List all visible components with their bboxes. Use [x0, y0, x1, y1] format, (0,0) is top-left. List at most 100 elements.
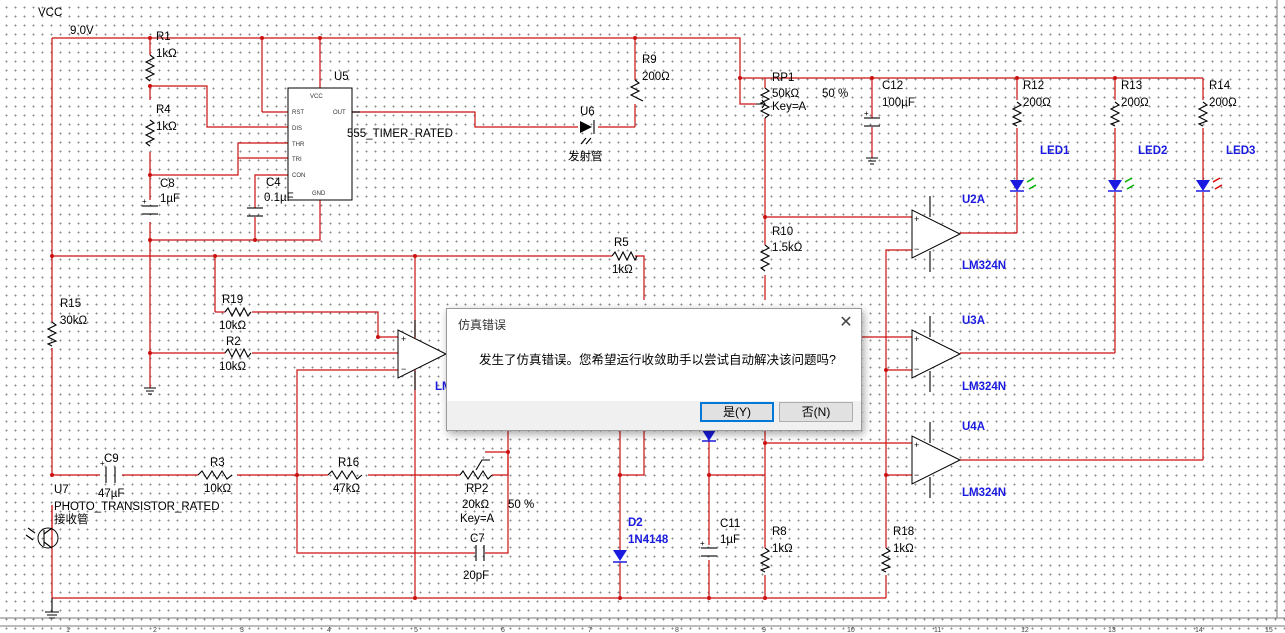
diode-symbol-top[interactable] [702, 430, 716, 442]
timer-model: 555_TIMER_RATED [347, 128, 453, 140]
r19-value: 10kΩ [219, 320, 247, 332]
timer-pin-dis: DIS [292, 126, 302, 132]
led3-symbol[interactable] [1196, 177, 1223, 192]
rp2-ref: RP2 [466, 483, 488, 495]
d2-ref: D2 [628, 517, 643, 529]
led1-symbol[interactable] [1010, 177, 1037, 192]
svg-text:+: + [914, 214, 919, 224]
opamp-u3a[interactable]: +− [911, 316, 962, 392]
d2-model: 1N4148 [628, 534, 669, 546]
c12-ref: C12 [882, 80, 903, 92]
r9-value: 200Ω [642, 71, 670, 83]
r2-value: 10kΩ [219, 361, 247, 373]
c4-value: 0.1µF [264, 192, 294, 204]
r18-value: 1kΩ [893, 543, 914, 555]
phototransistor-label: 接收管 [54, 512, 89, 526]
r16-ref: R16 [338, 457, 359, 469]
c7-ref: C7 [470, 533, 485, 545]
c12-value: 100µF [882, 97, 915, 109]
close-icon[interactable]: ✕ [839, 314, 853, 331]
r18-ref: R18 [893, 526, 914, 538]
r3-value: 10kΩ [204, 483, 232, 495]
opamp-u1a[interactable]: +− [397, 320, 448, 390]
r12-value: 200Ω [1023, 97, 1051, 109]
timer-555[interactable]: VCC RST OUT DIS THR TRI CON GND [287, 87, 360, 201]
r10-value: 1.5kΩ [772, 242, 803, 254]
r15-value: 30kΩ [60, 315, 88, 327]
svg-text:5: 5 [414, 627, 418, 633]
led1-ref: LED1 [1040, 145, 1070, 157]
opamp-u2a[interactable]: +− [911, 196, 962, 272]
bottom-ruler: 1 2 3 4 5 6 7 8 9 10 11 12 13 14 15 [66, 627, 1273, 633]
c11-ref: C11 [720, 518, 740, 530]
svg-text:11: 11 [934, 627, 941, 633]
junction-dots [50, 36, 1117, 600]
svg-text:6: 6 [501, 627, 505, 633]
rp1-ref: RP1 [772, 72, 794, 84]
svg-text:+: + [142, 197, 147, 206]
vcc-label: VCC [38, 7, 62, 19]
simulation-error-dialog[interactable]: 仿真错误 ✕ 发生了仿真错误。您希望运行收敛助手以尝试自动解决该问题吗? 是(Y… [446, 308, 862, 431]
svg-text:+: + [100, 459, 105, 468]
u2a-ref: U2A [962, 194, 985, 206]
svg-text:2: 2 [153, 627, 157, 633]
r10-ref: R10 [772, 226, 793, 238]
r5-value: 1kΩ [612, 264, 633, 276]
timer-pin-out: OUT [333, 110, 346, 116]
resistor-symbols [46, 54, 1209, 573]
rp2-value: 20kΩ [462, 499, 490, 511]
rp1-key: Key=A [772, 101, 807, 113]
wires [51, 37, 1204, 599]
c7-value: 20pF [463, 570, 489, 582]
dialog-titlebar[interactable]: 仿真错误 ✕ [447, 309, 861, 337]
c8-value: 1µF [160, 193, 180, 205]
vcc-voltage: 9.0V [70, 25, 94, 37]
r9-ref: R9 [642, 54, 657, 66]
r1-ref: R1 [156, 31, 171, 43]
timer-pin-thr: THR [292, 142, 305, 148]
no-button[interactable]: 否(N) [779, 402, 853, 422]
r5-ref: R5 [614, 237, 629, 249]
svg-text:−: − [914, 364, 919, 374]
c9-ref: C9 [104, 453, 119, 465]
r2-ref: R2 [226, 336, 241, 348]
svg-text:9: 9 [762, 627, 766, 633]
phototransistor-ref: U7 [54, 484, 69, 496]
svg-text:13: 13 [1108, 627, 1116, 633]
dialog-message: 发生了仿真错误。您希望运行收敛助手以尝试自动解决该问题吗? [479, 353, 836, 367]
svg-text:3: 3 [240, 627, 244, 633]
yes-button[interactable]: 是(Y) [700, 402, 774, 422]
svg-text:10: 10 [847, 627, 855, 633]
timer-ref: U5 [334, 71, 349, 83]
svg-text:14: 14 [1195, 627, 1203, 633]
r4-value: 1kΩ [156, 121, 177, 133]
emitter-ref: U6 [580, 106, 595, 118]
svg-text:+: + [864, 109, 869, 118]
svg-text:1: 1 [66, 627, 70, 633]
timer-pin-con: CON [292, 173, 305, 179]
u3a-ref: U3A [962, 315, 985, 327]
r4-ref: R4 [156, 104, 171, 116]
diode-d2-symbol[interactable] [613, 550, 627, 563]
svg-text:12: 12 [1021, 627, 1029, 633]
dialog-body: 发生了仿真错误。您希望运行收敛助手以尝试自动解决该问题吗? [447, 337, 861, 401]
svg-text:15: 15 [1265, 627, 1273, 633]
timer-pin-vcc: VCC [310, 94, 323, 100]
c9-value: 47µF [98, 488, 124, 500]
ir-emitter-diode[interactable] [580, 120, 595, 145]
svg-text:−: − [914, 244, 919, 254]
rp1-value: 50kΩ [772, 88, 800, 100]
r19-ref: R19 [222, 294, 243, 306]
phototransistor[interactable] [25, 505, 59, 549]
svg-text:+: + [700, 539, 705, 548]
svg-text:7: 7 [588, 627, 592, 633]
led2-symbol[interactable] [1108, 177, 1135, 192]
rp2-percent: 50 % [508, 499, 534, 511]
emitter-label: 发射管 [568, 149, 603, 163]
svg-text:+: + [401, 334, 406, 344]
svg-text:−: − [401, 364, 406, 374]
r13-ref: R13 [1121, 80, 1142, 92]
opamp-u4a[interactable]: +− [911, 422, 962, 498]
led2-ref: LED2 [1138, 145, 1167, 157]
